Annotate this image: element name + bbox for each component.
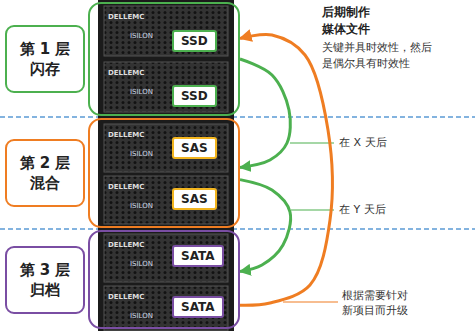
drive-type: SSD xyxy=(181,33,208,49)
diagram-title: 后期制作 媒体文件 xyxy=(322,4,384,38)
product-logo: ISILON xyxy=(130,310,153,322)
leader-line xyxy=(283,301,338,302)
brand-logo: DELLEMC xyxy=(108,11,144,23)
brand-logo: DELLEMC xyxy=(108,67,144,79)
drive-type: SSD xyxy=(181,88,208,104)
edge-label: 在 Y 天后 xyxy=(338,202,387,217)
brand-logo: DELLEMC xyxy=(108,291,144,303)
transition-arrow xyxy=(240,59,290,168)
product-logo: ISILON xyxy=(130,258,153,270)
product-logo: ISILON xyxy=(130,30,153,42)
drive-type: SATA xyxy=(181,299,215,315)
transition-arrow xyxy=(240,34,332,305)
server-unit xyxy=(104,6,228,56)
tier-label: 第 2 层 混合 xyxy=(5,139,85,207)
transition-arrow xyxy=(240,180,291,272)
drive-badge: SAS xyxy=(172,188,217,210)
edge-label: 根据需要针对新项目而升级 xyxy=(341,288,411,318)
brand-logo: DELLEMC xyxy=(108,129,144,141)
tier-label: 第 3 层 归档 xyxy=(5,246,85,314)
edge-label: 在 X 天后 xyxy=(338,135,388,150)
drive-badge: SSD xyxy=(172,85,217,107)
server-unit xyxy=(104,234,228,282)
server-unit xyxy=(104,176,228,224)
server-unit xyxy=(104,124,228,172)
product-logo: ISILON xyxy=(130,148,153,160)
drive-badge: SAS xyxy=(172,137,217,159)
tier-divider xyxy=(0,116,475,117)
leader-line xyxy=(290,142,334,143)
drive-type: SAS xyxy=(181,140,208,156)
product-logo: ISILON xyxy=(130,86,153,98)
brand-logo: DELLEMC xyxy=(108,181,144,193)
server-unit xyxy=(104,286,228,331)
description-note: 关键并具时效性，然后是偶尔具有时效性 xyxy=(322,40,436,72)
drive-badge: SATA xyxy=(172,245,224,267)
drive-type: SATA xyxy=(181,248,215,264)
tier-divider xyxy=(0,228,475,229)
server-unit xyxy=(104,62,228,112)
product-logo: ISILON xyxy=(130,200,153,212)
drive-badge: SATA xyxy=(172,296,224,318)
leader-line xyxy=(291,209,334,210)
brand-logo: DELLEMC xyxy=(108,239,144,251)
drive-badge: SSD xyxy=(172,30,217,52)
server-rack xyxy=(98,0,234,331)
tier-label: 第 1 层 闪存 xyxy=(5,25,85,93)
drive-type: SAS xyxy=(181,191,208,207)
